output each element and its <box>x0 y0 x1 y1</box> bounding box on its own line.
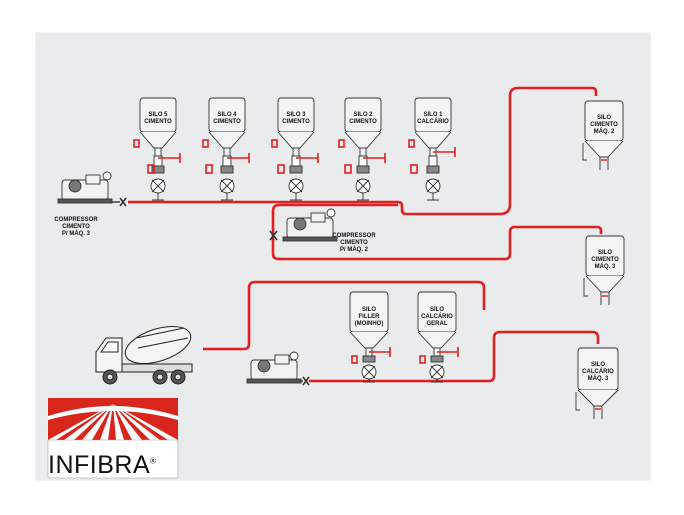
silo-5-label-line2: CIMENTO <box>144 119 172 125</box>
silo-2-label-line1: SILO 2 <box>353 112 373 118</box>
silo-4-label-line2: CIMENTO <box>213 119 241 125</box>
silo-calcario-geral-label-line3: GERAL <box>427 321 448 327</box>
silo-calcario-maq3 <box>575 347 619 419</box>
silo-4-label-line1: SILO 4 <box>217 112 237 118</box>
silo-3-label-line2: CIMENTO <box>282 119 310 125</box>
compressor-maq2-label-line2: CIMENTO <box>340 240 368 246</box>
silo-4 <box>208 97 246 201</box>
silo-5-label-line1: SILO 5 <box>148 112 168 118</box>
silo-1 <box>414 97 452 201</box>
silo-1-label-line2: CALCÁRIO <box>417 118 449 125</box>
silo-1-label-line1: SILO 1 <box>423 112 443 118</box>
silo-calcario-maq3-label-line2: CALCÁRIO <box>582 368 614 375</box>
silo-filler-label-line1: SILO <box>362 307 376 313</box>
silo-5 <box>139 97 177 201</box>
silo-maq3-label-line3: MÁQ. 3 <box>595 263 616 270</box>
compressor-maq3 <box>57 171 127 207</box>
compressor-maq2 <box>269 208 338 242</box>
valve-silo-4 <box>202 139 250 174</box>
logo-wordmark: INFIBRA <box>48 451 151 479</box>
cement-truck <box>95 326 193 385</box>
pipe-main-top <box>128 86 598 216</box>
silo-maq2-label-line3: MÁQ. 2 <box>594 128 615 135</box>
silo-3-label-line1: SILO 3 <box>286 112 306 118</box>
silo-calcario-geral-label-line1: SILO <box>430 307 444 313</box>
logo-registered-mark: ® <box>150 456 157 466</box>
silo-maq2-label-line2: CIMENTO <box>590 122 618 128</box>
pipe-bottom-line <box>309 330 600 383</box>
silo-cimento-maq2 <box>582 100 624 170</box>
valve-silo-3 <box>271 139 319 174</box>
silo-cimento-maq3 <box>583 235 625 305</box>
silo-maq3-label-line2: CIMENTO <box>591 257 619 263</box>
pipe-branch-silo-maq3 <box>271 203 603 261</box>
silo-2-label-line2: CIMENTO <box>349 119 377 125</box>
compressor-maq3-label-line2: CIMENTO <box>62 224 90 230</box>
infibra-logo-text: INFIBRA® <box>48 451 157 480</box>
silo-3 <box>277 97 315 201</box>
compressor-bottom <box>246 351 310 386</box>
silo-filler-label-line3: (MOINHO) <box>355 321 384 327</box>
silo-filler <box>349 291 389 383</box>
silo-calcario-geral-label-line2: CALCÁRIO <box>421 313 453 320</box>
pipe-truck-line <box>203 280 486 351</box>
silo-filler-label-line2: FILLER <box>359 314 381 320</box>
silo-calcario-maq3-label-line1: SILO <box>591 362 605 368</box>
valve-silo-filler <box>351 347 391 364</box>
valve-silo-2 <box>338 139 386 174</box>
silo-calcario-maq3-label-line3: MÁQ. 3 <box>588 375 609 382</box>
compressor-maq3-label-line3: P/ MÁQ. 3 <box>62 230 91 237</box>
infibra-logo-mark <box>47 398 179 479</box>
valve-silo-1 <box>408 139 456 174</box>
compressor-maq2-label-line3: P/ MÁQ. 2 <box>340 246 369 253</box>
valve-silo-calcario-geral <box>419 347 459 364</box>
silo-calcario-geral <box>417 291 457 383</box>
compressor-maq2-label-line1: COMPRESSOR <box>332 233 376 239</box>
silo-maq3-label-line1: SILO <box>598 250 612 256</box>
silo-maq2-label-line1: SILO <box>597 115 611 121</box>
valve-silo-5 <box>133 139 181 174</box>
silo-2 <box>344 97 382 201</box>
compressor-maq3-label-line1: COMPRESSOR <box>54 217 98 223</box>
